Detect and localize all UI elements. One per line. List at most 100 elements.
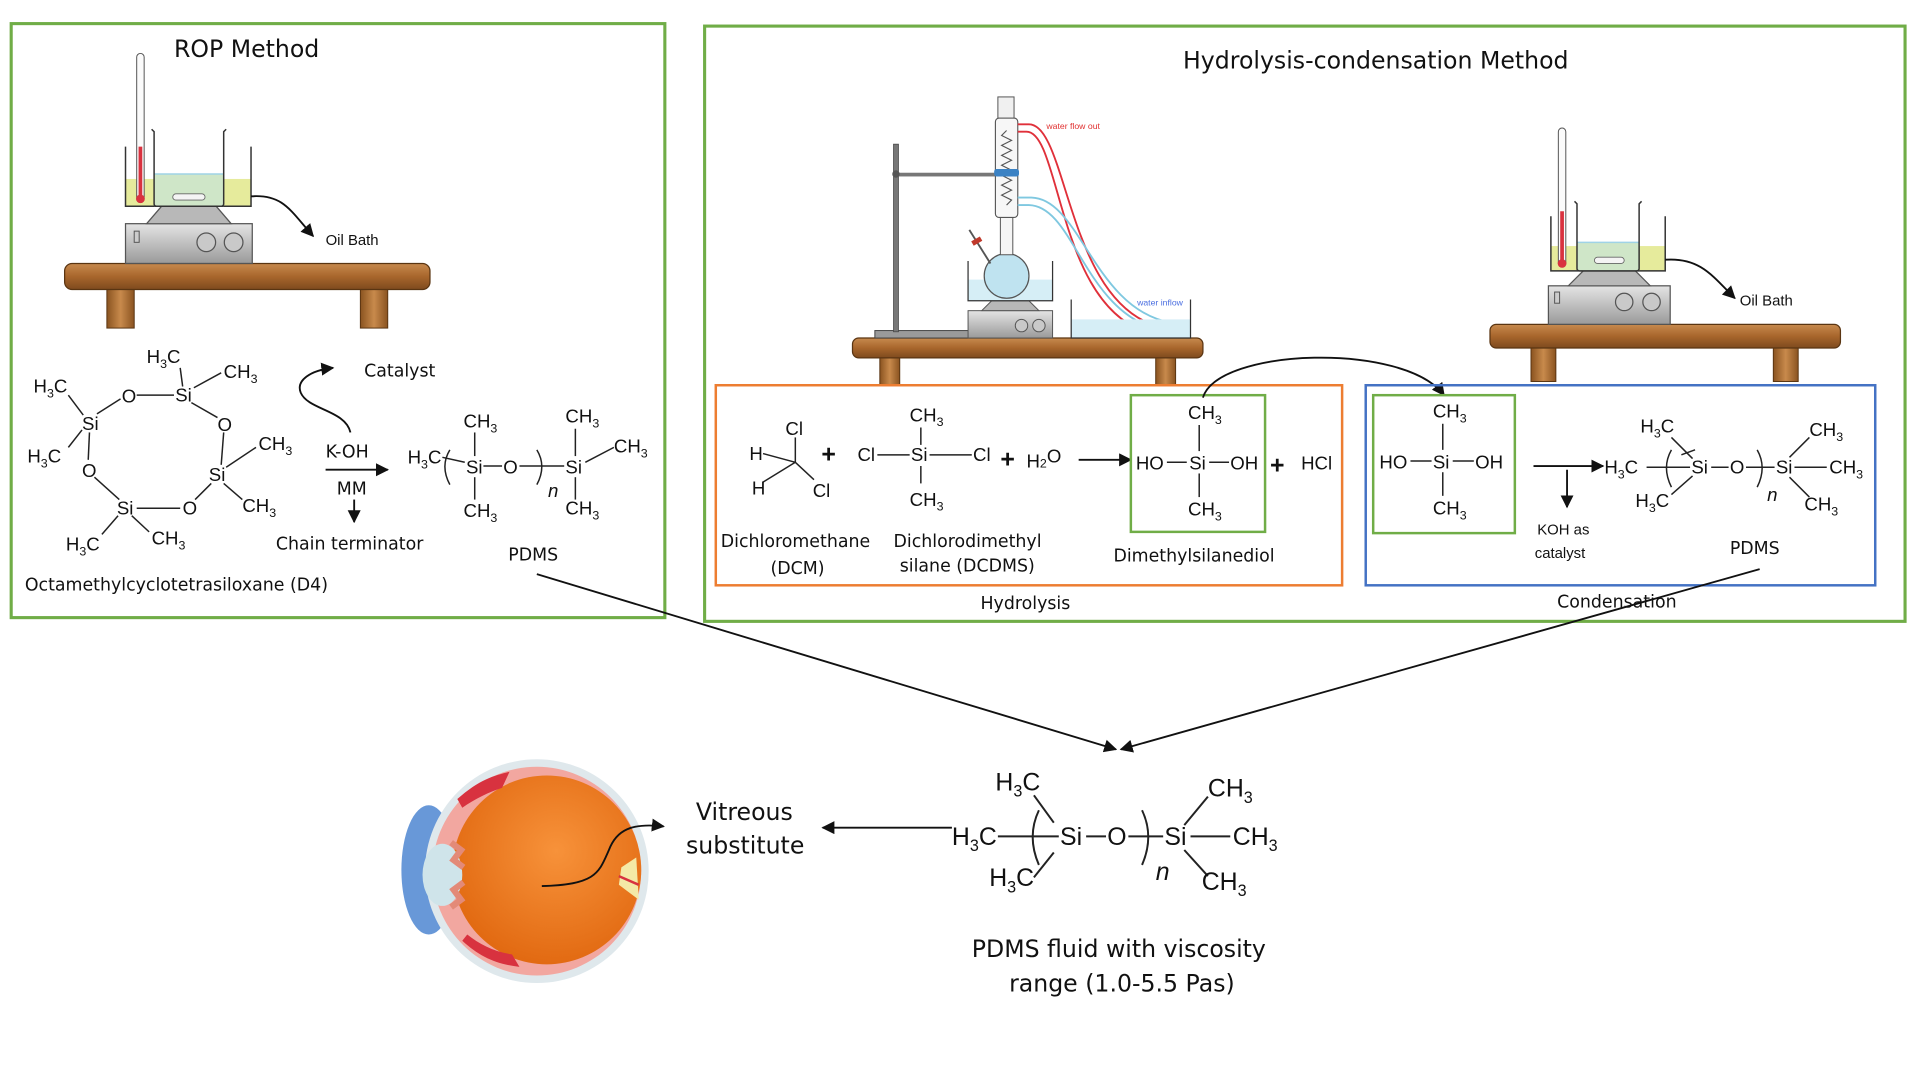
svg-text:O: O bbox=[503, 456, 517, 477]
svg-text:CH3: CH3 bbox=[464, 500, 498, 525]
svg-text:CH3: CH3 bbox=[464, 410, 498, 435]
hc-oil-bath-label: Oil Bath bbox=[1740, 294, 1793, 310]
hydrolysis-box bbox=[714, 383, 1344, 587]
svg-text:H3C: H3C bbox=[34, 376, 68, 401]
svg-text:CH3: CH3 bbox=[910, 489, 944, 514]
svg-text:O: O bbox=[1730, 456, 1744, 477]
svg-text:H3C: H3C bbox=[408, 447, 442, 472]
hydrolysis-condensation-panel: Hydrolysis-condensation Method bbox=[703, 24, 1907, 623]
svg-text:Si: Si bbox=[117, 497, 134, 518]
koh-catalyst-line2: catalyst bbox=[1535, 546, 1586, 562]
koh-label: K-OH bbox=[326, 442, 369, 462]
condensation-section-label: Condensation bbox=[1557, 593, 1677, 613]
svg-text:H: H bbox=[749, 443, 762, 464]
svg-text:O: O bbox=[1107, 824, 1126, 851]
svg-text:CH3: CH3 bbox=[1809, 419, 1843, 444]
svg-text:CH3: CH3 bbox=[910, 404, 944, 429]
svg-text:Si: Si bbox=[1776, 456, 1793, 477]
plus-sign: + bbox=[1270, 452, 1285, 479]
hc-panel-border bbox=[703, 24, 1907, 623]
svg-text:CH3: CH3 bbox=[152, 527, 186, 552]
rop-pdms-label: PDMS bbox=[508, 545, 558, 565]
svg-text:Si: Si bbox=[466, 456, 483, 477]
svg-text:H3C: H3C bbox=[1635, 490, 1669, 515]
svg-text:CH3: CH3 bbox=[1208, 776, 1253, 807]
svg-text:Si: Si bbox=[82, 413, 99, 434]
dimethylsilanediol-name: Dimethylsilanediol bbox=[1113, 547, 1274, 567]
dimethylsilanediol-structure: HO Si OH CH3 CH3 bbox=[1136, 402, 1258, 524]
svg-text:CH3: CH3 bbox=[242, 495, 276, 520]
svg-text:H3C: H3C bbox=[989, 865, 1034, 896]
dcm-structure: Cl H H Cl bbox=[749, 418, 830, 501]
plus-sign: + bbox=[821, 441, 836, 468]
final-description-line2: range (1.0-5.5 Pas) bbox=[1009, 970, 1235, 998]
final-pdms-structure: H3C Si O n Si H3C H3C CH3 CH3 CH3 bbox=[952, 769, 1278, 900]
svg-text:H3C: H3C bbox=[27, 445, 61, 470]
svg-text:O: O bbox=[217, 414, 231, 435]
svg-text:Cl: Cl bbox=[785, 418, 803, 439]
svg-text:CH3: CH3 bbox=[1188, 499, 1222, 524]
svg-text:Cl: Cl bbox=[813, 480, 831, 501]
svg-text:Si: Si bbox=[1164, 824, 1186, 851]
svg-text:H3C: H3C bbox=[952, 824, 997, 855]
hydrolysis-section-label: Hydrolysis bbox=[980, 594, 1070, 614]
svg-text:n: n bbox=[1156, 859, 1170, 886]
svg-text:CH3: CH3 bbox=[614, 435, 648, 460]
svg-text:H3C: H3C bbox=[66, 534, 100, 559]
svg-text:HO: HO bbox=[1136, 453, 1164, 474]
rop-method-panel: ROP Method bbox=[9, 22, 667, 620]
condensation-reactant-box bbox=[1371, 393, 1517, 535]
koh-catalyst-line1: KOH as bbox=[1537, 522, 1589, 538]
condensation-pdms-label: PDMS bbox=[1730, 539, 1780, 559]
svg-text:Si: Si bbox=[565, 456, 582, 477]
condensation-to-final-arrow-icon bbox=[1119, 568, 1760, 753]
mm-label: MM bbox=[337, 480, 367, 500]
catalyst-label: Catalyst bbox=[364, 362, 435, 382]
svg-text:n: n bbox=[548, 480, 558, 501]
svg-text:CH3: CH3 bbox=[565, 497, 599, 522]
rop-pdms-structure: H3C Si O n Si CH3 CH3 CH3 CH3 CH3 bbox=[408, 406, 648, 525]
dcdms-structure: Cl Si Cl CH3 CH3 bbox=[857, 404, 990, 513]
svg-text:CH3: CH3 bbox=[1233, 824, 1278, 855]
rop-to-final-arrow-icon bbox=[536, 573, 1118, 753]
svg-text:Si: Si bbox=[1433, 451, 1450, 472]
svg-text:O: O bbox=[82, 460, 97, 481]
d4-structure: Si Si Si Si O O O O H3C H3C H3C CH3 CH3 … bbox=[27, 346, 292, 559]
svg-text:H3C: H3C bbox=[1640, 415, 1674, 440]
oil-bath-apparatus-icon-2 bbox=[1489, 127, 1842, 383]
chain-terminator-label: Chain terminator bbox=[276, 534, 424, 554]
svg-text:CH3: CH3 bbox=[258, 433, 292, 458]
final-description-line1: PDMS fluid with viscosity bbox=[972, 935, 1266, 963]
water-inflow-label: water inflow bbox=[1136, 298, 1184, 308]
svg-text:CH3: CH3 bbox=[224, 361, 258, 386]
vitreous-label-line1: Vitreous bbox=[696, 798, 793, 826]
svg-text:Cl: Cl bbox=[857, 444, 875, 465]
dcdms-name-line1: Dichlorodimethyl bbox=[894, 532, 1042, 552]
svg-text:O: O bbox=[122, 386, 137, 407]
condensation-pdms-structure: H3C Si O n Si H3C H3C CH3 CH3 bbox=[1604, 415, 1863, 518]
rop-title: ROP Method bbox=[174, 35, 319, 63]
svg-text:Si: Si bbox=[1691, 456, 1708, 477]
svg-text:CH3: CH3 bbox=[1433, 401, 1467, 426]
svg-text:Si: Si bbox=[209, 464, 226, 485]
svg-text:H3C: H3C bbox=[147, 346, 181, 371]
svg-text:O: O bbox=[183, 497, 198, 518]
dimethylsilanediol-box bbox=[1129, 393, 1267, 534]
svg-text:CH3: CH3 bbox=[1804, 494, 1838, 519]
svg-text:OH: OH bbox=[1230, 453, 1258, 474]
transfer-arrow-icon bbox=[1202, 356, 1445, 398]
oil-bath-apparatus-icon bbox=[63, 52, 431, 329]
svg-text:n: n bbox=[1767, 484, 1777, 505]
svg-text:CH3: CH3 bbox=[1202, 869, 1247, 900]
water-flow-out-label: water flow out bbox=[1045, 121, 1100, 131]
svg-text:Si: Si bbox=[1189, 453, 1206, 474]
plus-sign: + bbox=[1000, 446, 1015, 473]
catalyst-curved-arrow-icon bbox=[298, 362, 352, 433]
svg-text:CH3: CH3 bbox=[1433, 497, 1467, 522]
svg-text:CH3: CH3 bbox=[565, 406, 599, 431]
svg-text:HO: HO bbox=[1379, 451, 1407, 472]
svg-text:H3C: H3C bbox=[1604, 456, 1638, 481]
hcl-formula: HCl bbox=[1301, 453, 1332, 474]
svg-text:H3C: H3C bbox=[995, 769, 1040, 800]
